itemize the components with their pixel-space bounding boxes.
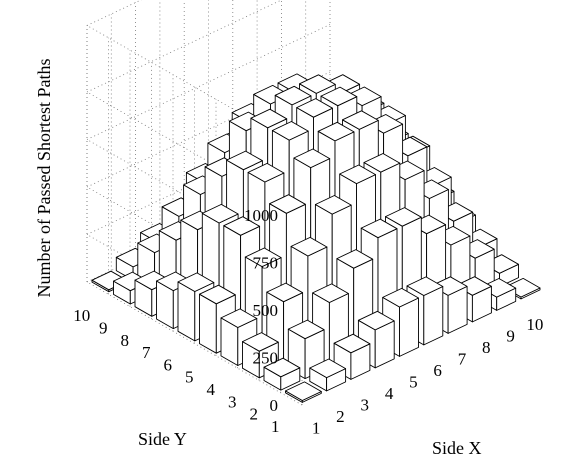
x-tick-label-1: 1 xyxy=(312,418,321,437)
y-tick-label-7: 7 xyxy=(142,343,151,362)
y-tick-label-3: 3 xyxy=(228,392,237,411)
x-tick-label-8: 8 xyxy=(482,338,491,357)
y-tick-label-1: 1 xyxy=(271,417,280,436)
x-tick-label-2: 2 xyxy=(336,407,345,426)
bar-1-1 xyxy=(285,381,322,403)
x-tick-label-3: 3 xyxy=(361,395,370,414)
y-tick-label-9: 9 xyxy=(99,318,108,337)
z-tick-label-250: 250 xyxy=(253,349,279,368)
y-tick-label-4: 4 xyxy=(207,380,216,399)
z-tick-label-500: 500 xyxy=(253,301,279,320)
y-tick-label-8: 8 xyxy=(121,331,130,350)
z-tick-label-750: 750 xyxy=(253,254,279,273)
x-tick-label-7: 7 xyxy=(458,349,467,368)
y-tick-label-5: 5 xyxy=(185,368,194,387)
x-tick-label-4: 4 xyxy=(385,384,394,403)
x-tick-label-5: 5 xyxy=(409,372,418,391)
y-tick-label-2: 2 xyxy=(250,405,259,424)
z-tick-label-1000: 1000 xyxy=(244,206,278,225)
grid-z-back-3 xyxy=(86,24,331,140)
y-axis-label: Side Y xyxy=(138,429,187,449)
grid-top-back xyxy=(86,0,142,26)
bars xyxy=(91,73,541,403)
y-tick-label-10: 10 xyxy=(73,306,90,325)
z-axis-label: Number of Passed Shortest Paths xyxy=(34,59,54,298)
bar-1-2 xyxy=(309,358,347,392)
x-axis-label: Side X xyxy=(432,438,482,458)
x-tick-label-6: 6 xyxy=(433,361,442,380)
bar-2-1 xyxy=(263,357,301,391)
grid-z-back-4 xyxy=(86,0,283,93)
x-tick-label-10: 10 xyxy=(526,315,543,334)
z-tick-label-0: 0 xyxy=(270,396,279,415)
x-tick-label-9: 9 xyxy=(506,326,515,345)
y-tick-label-6: 6 xyxy=(164,355,173,374)
